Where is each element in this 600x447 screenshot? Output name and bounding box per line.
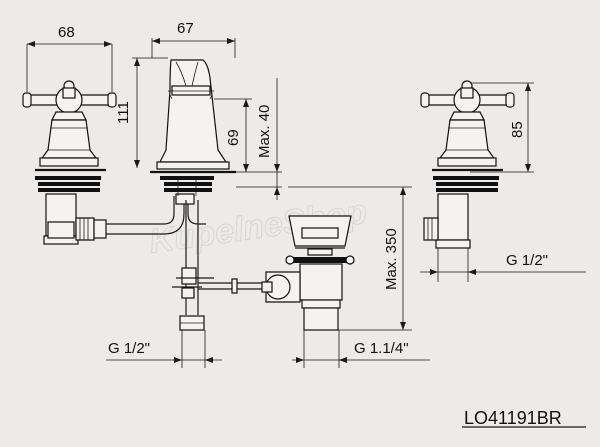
waste (261, 215, 355, 331)
thread-right-label: G 1/2" (506, 252, 548, 269)
dim-handle-width: 68 (58, 24, 75, 41)
waste-thread-label: G 1.1/4" (354, 340, 409, 357)
left-valve: 68 (22, 24, 117, 245)
dim-spout-width: 67 (177, 20, 194, 37)
flex-pipe-left (106, 196, 185, 235)
dim-waste-thread: G 1.1/4" (292, 330, 430, 368)
product-code: LO41191BR (464, 408, 562, 428)
dim-handle-height: 85 (509, 121, 526, 138)
dim-max-deck: Max. 40 (256, 105, 273, 158)
popup-rod (172, 200, 268, 331)
thread-left-label: G 1/2" (108, 340, 150, 357)
spout: 67 111 69 Max. 40 (115, 20, 282, 225)
dim-spout-height: 111 (115, 101, 132, 124)
right-valve: 85 G 1/2" (420, 80, 586, 282)
dim-outlet-height: 69 (225, 129, 242, 146)
dim-thread-left: G 1/2" (106, 330, 222, 368)
max-pipe-label: Max. 350 (383, 228, 400, 290)
dim-max-pipe: Max. 350 (288, 186, 412, 331)
